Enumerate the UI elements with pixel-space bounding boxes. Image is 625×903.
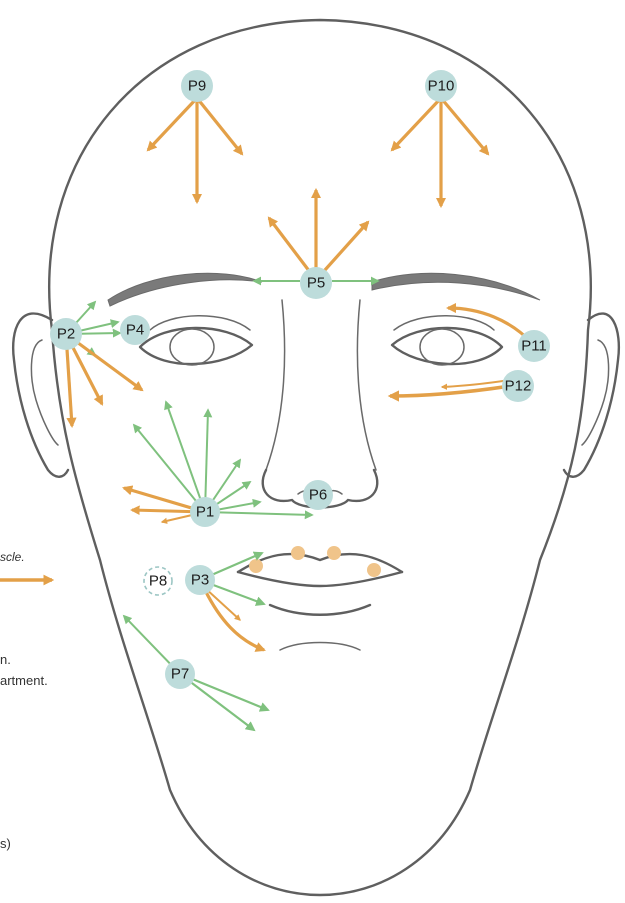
arrow-orange (205, 590, 264, 650)
point-P7-label: P7 (171, 666, 189, 683)
legend-line-a: n. (0, 652, 11, 667)
vector-arrows (0, 98, 532, 730)
chin-crease (280, 643, 360, 651)
nose-bridge-right (357, 300, 376, 470)
point-P6: P6 (303, 480, 333, 510)
point-P3: P3 (185, 565, 215, 595)
arrow-green (205, 512, 312, 515)
arrow-orange (148, 98, 197, 150)
point-P1: P1 (190, 497, 220, 527)
point-P4: P4 (120, 315, 150, 345)
point-P9: P9 (181, 70, 213, 102)
point-P12-label: P12 (505, 378, 532, 395)
arrow-orange (392, 98, 441, 150)
right-eyebrow (372, 273, 540, 300)
point-P5: P5 (300, 267, 332, 299)
point-P4-label: P4 (126, 322, 144, 339)
point-P3-label: P3 (191, 572, 209, 589)
point-P6-label: P6 (309, 487, 327, 504)
left-eyebrow (108, 273, 262, 306)
arrow-green (205, 410, 208, 512)
point-P2: P2 (50, 318, 82, 350)
arrow-orange (197, 98, 242, 154)
point-P8: P8 (144, 567, 172, 595)
point-P7: P7 (165, 659, 195, 689)
head-outline (49, 20, 591, 895)
lip-dots (249, 546, 381, 577)
nose-bridge-left (266, 300, 285, 470)
point-P8-label: P8 (149, 573, 167, 590)
legend-line-b: artment. (0, 673, 48, 688)
right-iris (420, 329, 464, 365)
left-eye (140, 328, 252, 364)
lip-dot (327, 546, 341, 560)
left-iris (170, 329, 214, 365)
point-P10-label: P10 (428, 78, 455, 95)
point-P1-label: P1 (196, 504, 214, 521)
legend-muscle-label: scle. (0, 550, 25, 564)
point-P5-label: P5 (307, 275, 325, 292)
lower-lip (270, 605, 370, 615)
point-P12: P12 (502, 370, 534, 402)
point-P11-label: P11 (521, 338, 547, 355)
lip-dot (291, 546, 305, 560)
point-P9-label: P9 (188, 78, 206, 95)
arrow-green (134, 425, 205, 512)
arrow-green (166, 402, 205, 512)
right-ear (564, 314, 619, 477)
lip-dot (249, 559, 263, 573)
legend-line-c: s) (0, 836, 11, 851)
arrow-orange (441, 98, 488, 154)
lip-dot (367, 563, 381, 577)
point-P10: P10 (425, 70, 457, 102)
point-P2-label: P2 (57, 326, 75, 343)
point-P11: P11 (518, 330, 550, 362)
right-eye (392, 328, 502, 364)
